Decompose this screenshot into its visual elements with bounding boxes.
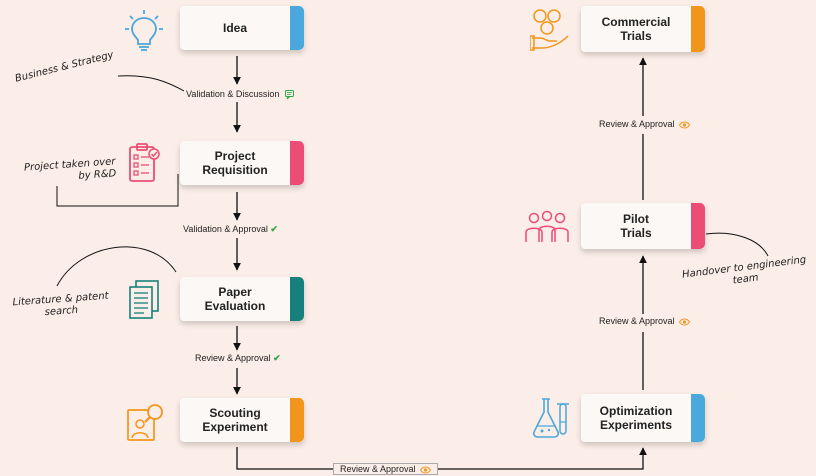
connector-label-review-approval-4: Review & Approval	[597, 119, 693, 129]
step-scouting-experiment-label: Scouting Experiment	[202, 406, 268, 434]
step-scouting-experiment-accent	[290, 398, 304, 442]
step-optimization-experiments-label: Optimization Experiments	[599, 404, 673, 432]
step-optimization-experiments: Optimization Experiments	[581, 394, 705, 442]
clipboard-checklist-icon	[129, 143, 160, 182]
eye-icon	[419, 466, 432, 474]
note-curve-handover	[705, 232, 769, 257]
check-icon: ✔	[270, 224, 278, 234]
step-paper-evaluation: Paper Evaluation	[180, 277, 304, 321]
research-magnifier-icon	[127, 404, 163, 441]
eye-icon	[678, 121, 691, 129]
note-curve-taken-over	[56, 174, 179, 207]
step-pilot-trials-label: Pilot Trials	[620, 212, 652, 240]
connector-text: Review & Approval	[195, 353, 271, 363]
note-curve-literature	[56, 246, 177, 287]
step-idea: Idea	[180, 6, 304, 50]
connector-label-review-approval-3: Review & Approval	[597, 316, 693, 326]
connector-label-validation-discussion: Validation & Discussion	[184, 89, 298, 100]
step-pilot-trials-accent	[691, 203, 705, 249]
step-optimization-experiments-accent	[691, 394, 705, 442]
money-hand-icon	[530, 9, 569, 51]
connector-label-validation-approval: Validation & Approval ✔	[181, 224, 280, 235]
check-icon: ✔	[273, 353, 281, 363]
step-paper-evaluation-accent	[290, 277, 304, 321]
step-project-requisition-accent	[290, 141, 304, 185]
connector-label-review-approval-1: Review & Approval ✔	[193, 353, 283, 364]
step-idea-label: Idea	[222, 21, 247, 35]
documents-icon	[129, 280, 159, 319]
connector-text: Validation & Approval	[183, 224, 268, 234]
step-project-requisition-label: Project Requisition	[202, 149, 268, 177]
step-paper-evaluation-label: Paper Evaluation	[204, 285, 266, 313]
step-idea-accent	[290, 6, 304, 50]
team-people-icon	[525, 210, 569, 242]
connector-text: Review & Approval	[599, 316, 675, 326]
step-pilot-trials: Pilot Trials	[581, 203, 705, 249]
step-project-requisition: Project Requisition	[180, 141, 304, 185]
lab-flask-icon	[532, 398, 569, 438]
arrow-scouting-to-optimization	[236, 447, 647, 470]
step-scouting-experiment: Scouting Experiment	[180, 398, 304, 442]
step-commercial-trials: Commercial Trials	[581, 6, 705, 52]
step-commercial-trials-label: Commercial Trials	[601, 15, 671, 43]
chat-icon	[284, 89, 294, 100]
connector-text: Validation & Discussion	[186, 89, 280, 99]
step-commercial-trials-accent	[691, 6, 705, 52]
eye-icon	[678, 318, 691, 326]
connector-text: Review & Approval	[340, 464, 416, 474]
connector-label-review-approval-2: Review & Approval	[333, 463, 439, 475]
lightbulb-icon	[125, 10, 163, 51]
note-curve-business	[117, 75, 187, 93]
connector-text: Review & Approval	[599, 119, 675, 129]
